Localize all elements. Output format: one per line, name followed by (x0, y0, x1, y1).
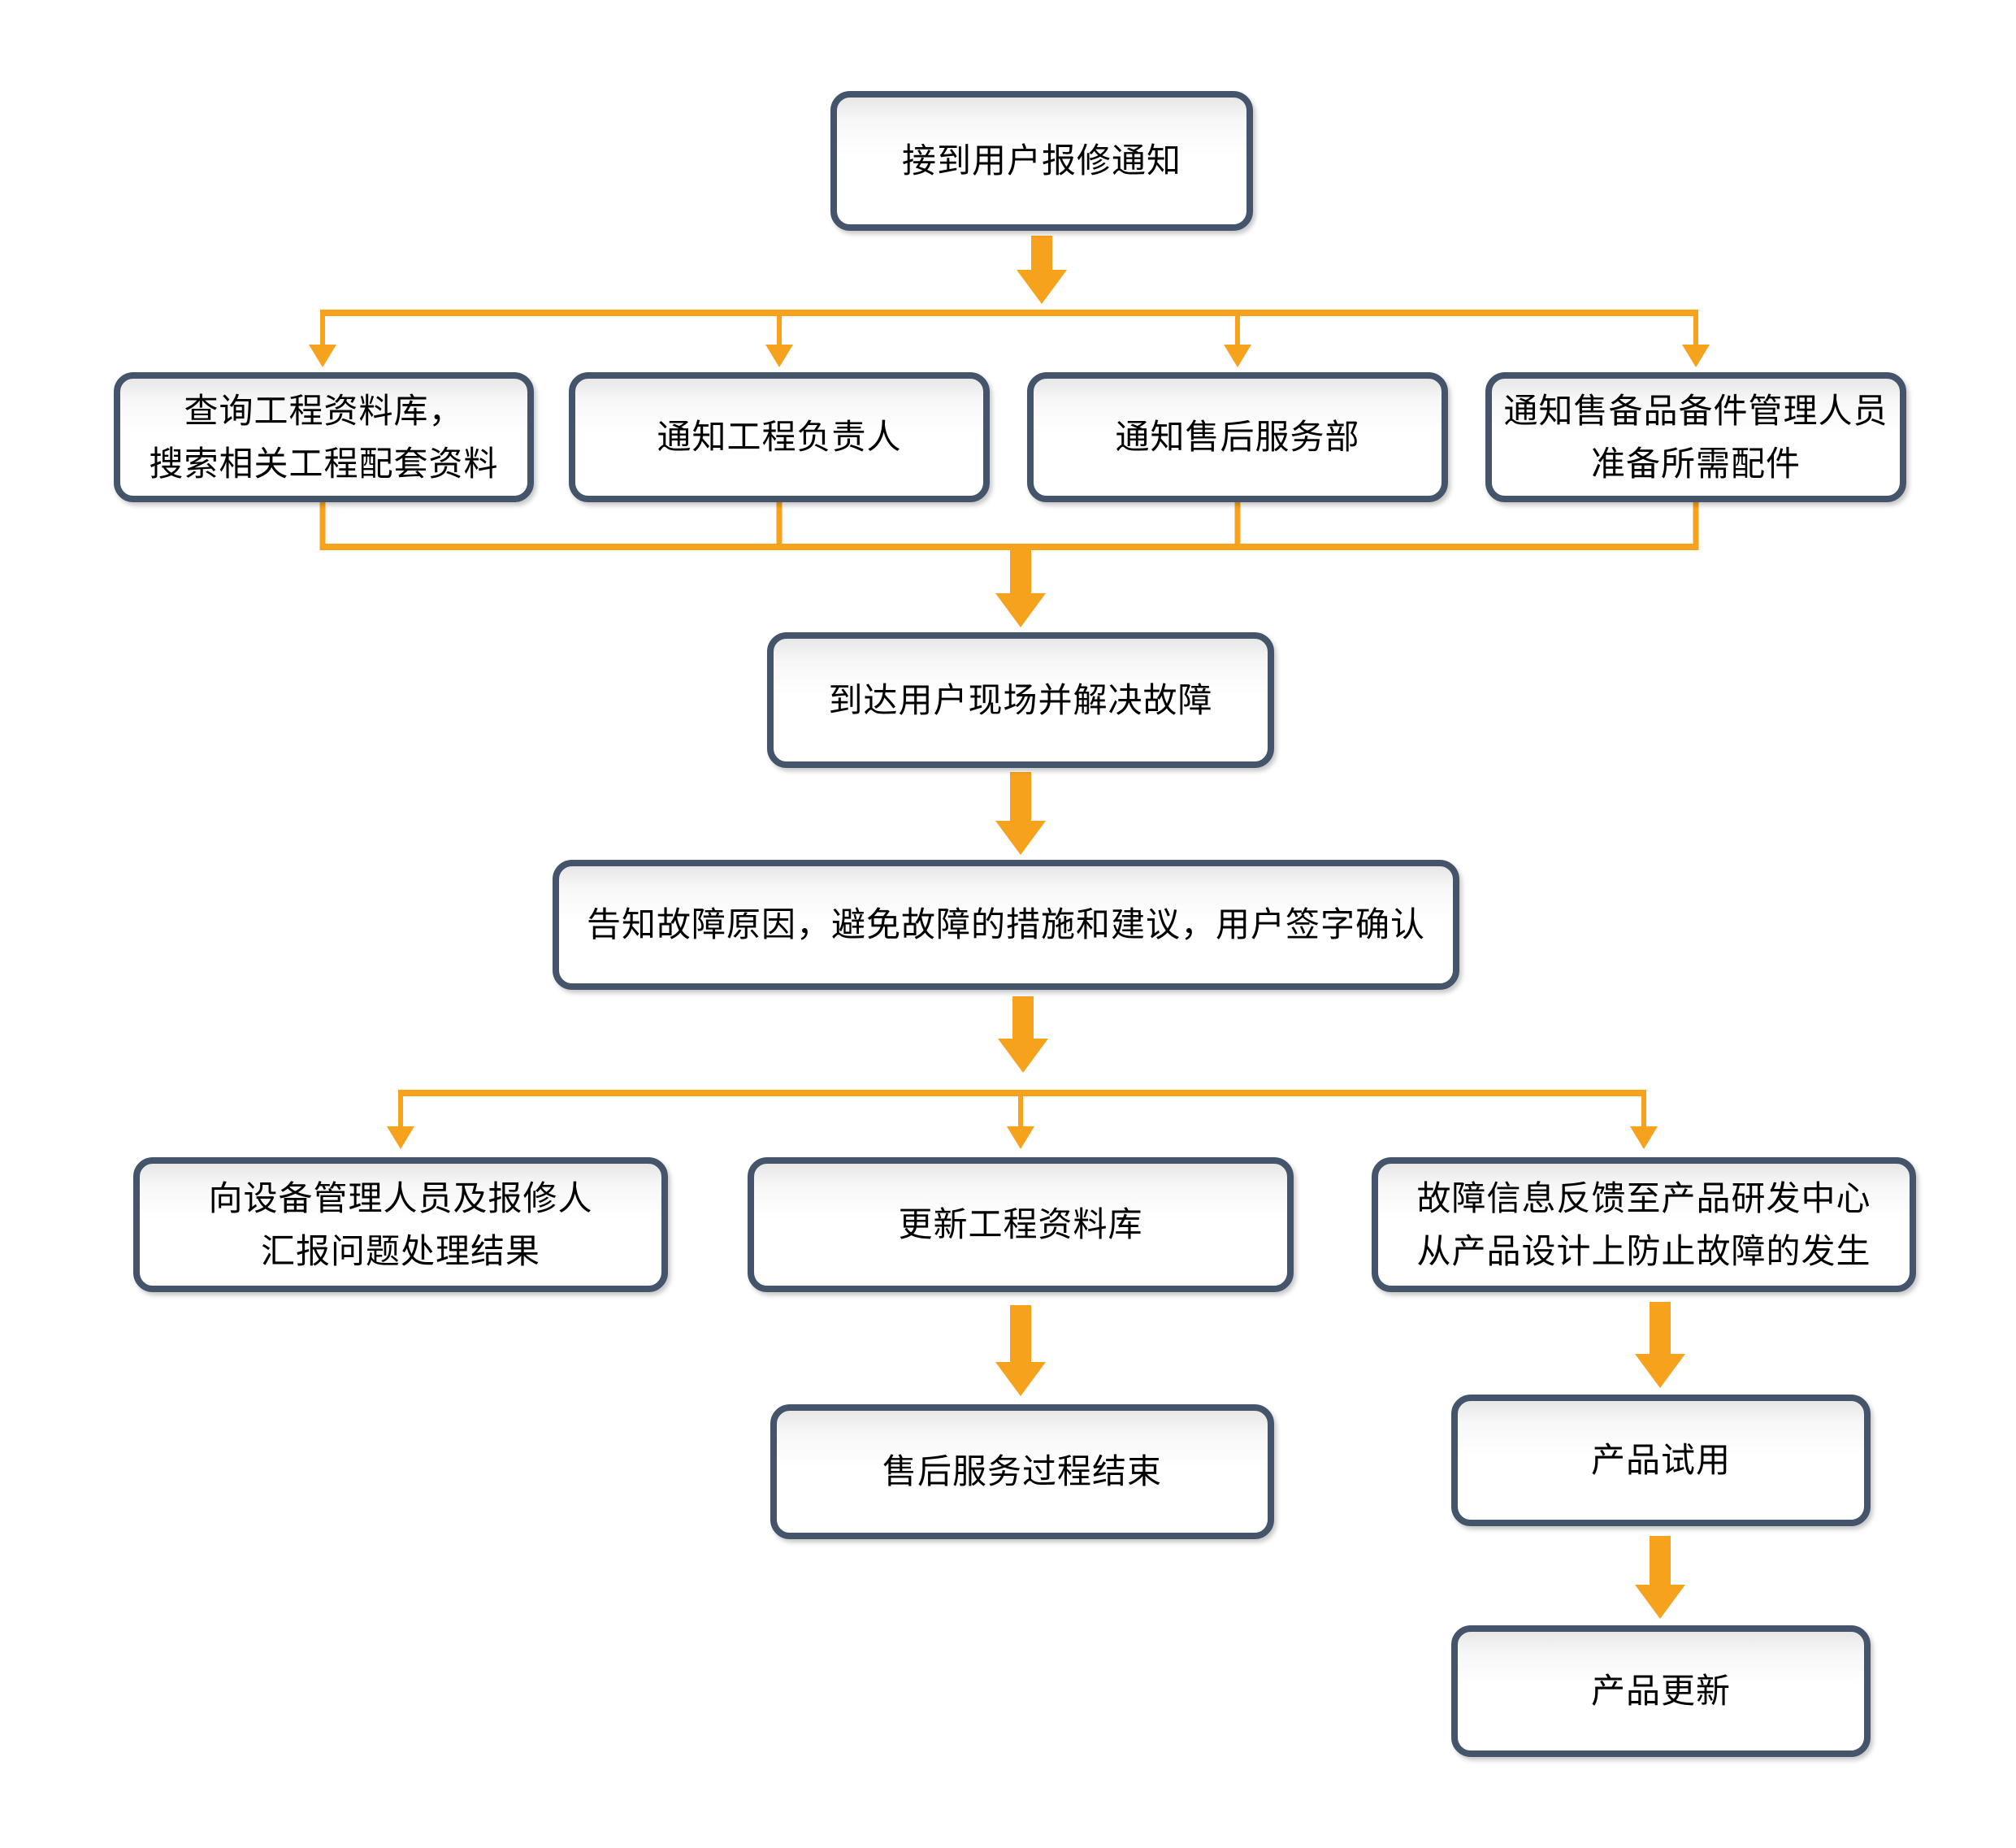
block-arrow-shaft (1012, 996, 1034, 1039)
arrowhead-icon (309, 345, 336, 367)
block-arrow-shaft (1010, 1305, 1031, 1362)
block-arrow-head-icon (998, 1039, 1048, 1073)
block-arrow-head-icon (995, 1362, 1046, 1396)
block-arrow-head-icon (1635, 1585, 1685, 1619)
block-arrow-head-icon (995, 821, 1046, 855)
node-product-update: 产品更新 (1451, 1625, 1871, 1757)
arrowhead-icon (387, 1126, 414, 1149)
block-arrow-head-icon (1635, 1354, 1685, 1388)
node-notify-spare-parts-manager: 通知售备品备件管理人员 准备所需配件 (1485, 372, 1906, 502)
node-report-result: 向设备管理人员及报修人 汇报问题处理结果 (133, 1157, 668, 1292)
block-arrow-shaft (1650, 1536, 1671, 1585)
node-notify-project-lead: 通知工程负责人 (569, 372, 990, 502)
node-arrive-on-site-fix: 到达用户现场并解决故障 (767, 632, 1274, 768)
block-arrow-head-icon (1017, 270, 1067, 304)
block-arrow-shaft (1650, 1302, 1671, 1354)
node-update-engineering-database: 更新工程资料库 (748, 1157, 1294, 1292)
arrowhead-icon (765, 345, 793, 367)
arrowhead-icon (1224, 345, 1251, 367)
node-receive-repair-notice: 接到用户报修通知 (830, 91, 1253, 231)
node-aftersales-process-end: 售后服务过程结束 (770, 1404, 1274, 1539)
block-arrow-shaft (1010, 550, 1031, 593)
node-notify-aftersales-dept: 通知售后服务部 (1027, 372, 1448, 502)
arrowhead-icon (1007, 1126, 1034, 1149)
arrowhead-icon (1682, 345, 1710, 367)
block-arrow-shaft (1010, 772, 1031, 821)
node-inform-cause-sign-confirm: 告知故障原因，避免故障的措施和建议，用户签字确认 (553, 860, 1459, 990)
node-feedback-to-rd-center: 故障信息反馈至产品研发中心 从产品设计上防止故障的发生 (1372, 1157, 1916, 1292)
arrowhead-icon (1630, 1126, 1658, 1149)
node-product-trial: 产品试用 (1451, 1395, 1871, 1526)
block-arrow-shaft (1031, 236, 1052, 270)
node-query-engineering-database: 查询工程资料库， 搜索相关工程配套资料 (114, 372, 534, 502)
block-arrow-head-icon (995, 593, 1046, 627)
